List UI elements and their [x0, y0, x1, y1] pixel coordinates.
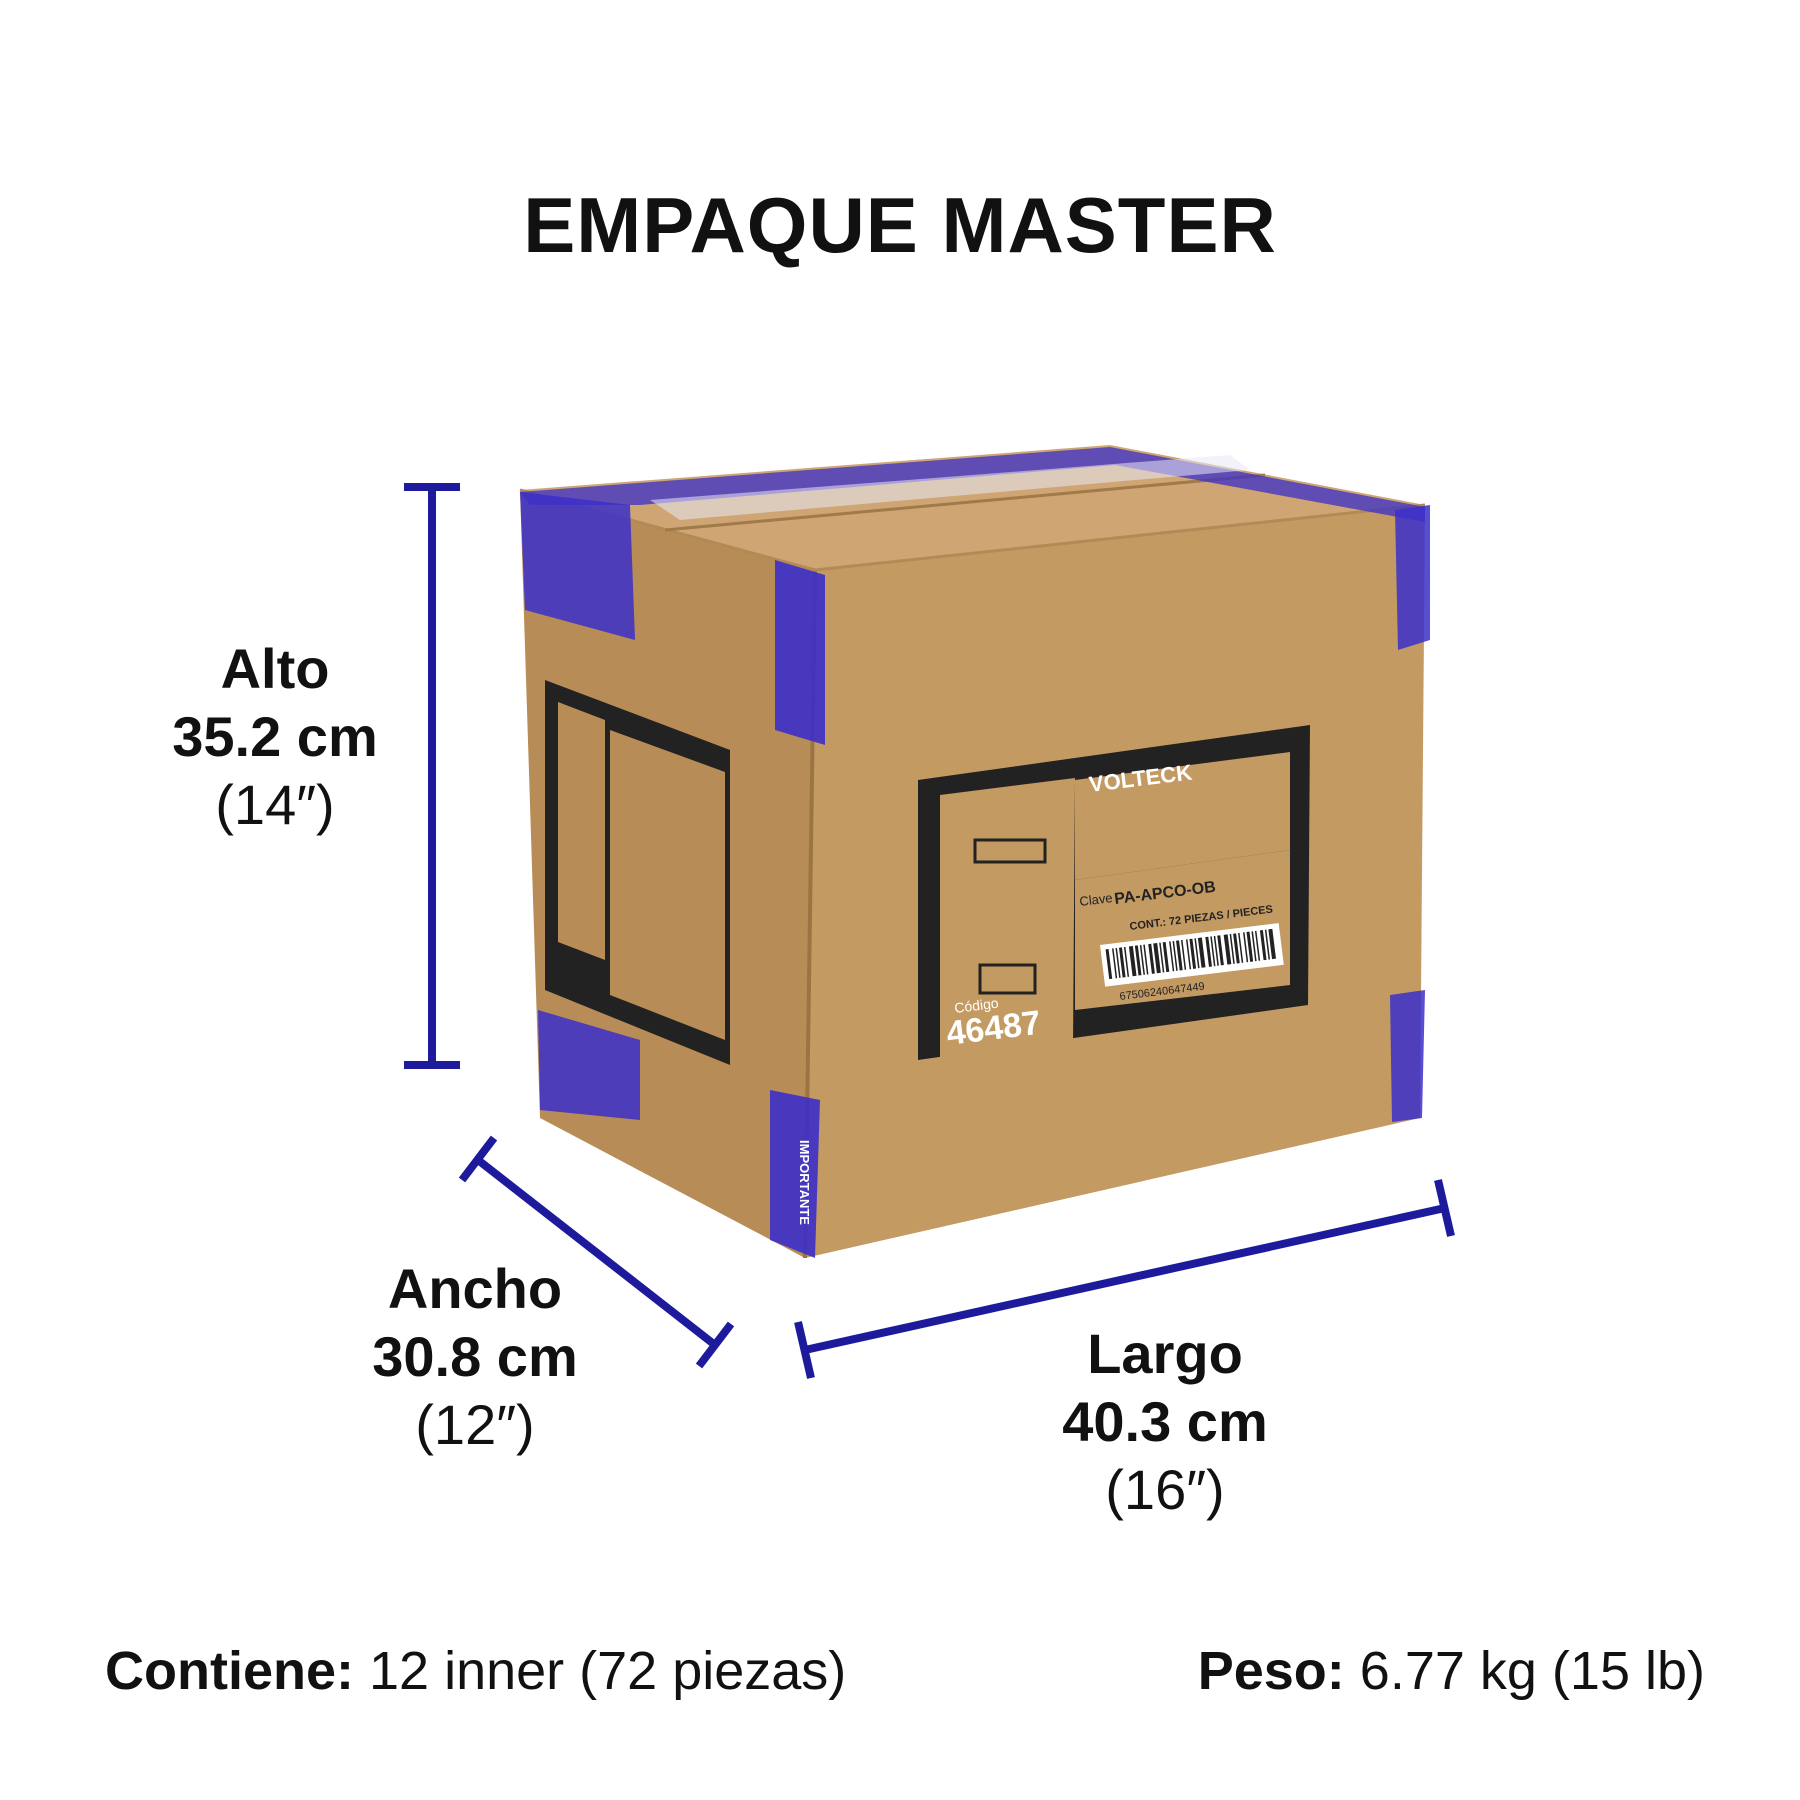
- footer-contains-value: 12 inner (72 piezas): [369, 1641, 847, 1701]
- dimension-largo-imperial: (16″): [1105, 1458, 1225, 1521]
- dimension-largo-metric: 40.3 cm: [1062, 1390, 1268, 1453]
- dimension-alto-metric: 35.2 cm: [172, 705, 378, 768]
- tape-corner-bottom-left: [538, 1010, 640, 1120]
- footer-weight-value: 6.77 kg (15 lb): [1359, 1641, 1705, 1701]
- dimension-ancho-label: Ancho: [387, 1257, 563, 1320]
- footer-weight: Peso: 6.77 kg (15 lb): [1198, 1640, 1705, 1702]
- measure-alto-line: [404, 483, 460, 1069]
- dimension-ancho-imperial: (12″): [415, 1393, 535, 1456]
- measure-ancho-line: [458, 1135, 735, 1369]
- side-label: [545, 680, 730, 1065]
- page-title: EMPAQUE MASTER: [523, 181, 1277, 269]
- footer-contains: Contiene: 12 inner (72 piezas): [105, 1640, 846, 1702]
- front-label: VOLTECK Clave PA-APCO-OB CONT.: 72 PIEZA…: [918, 725, 1310, 1060]
- label-codigo-label: Código: [953, 995, 999, 1016]
- dimension-alto-imperial: (14″): [215, 773, 335, 836]
- label-clave-label: Clave: [1079, 890, 1114, 909]
- measure-largo-line: [794, 1179, 1455, 1379]
- dimension-largo-label: Largo: [1087, 1322, 1243, 1385]
- barcode: [1100, 923, 1284, 987]
- dimension-alto-label: Alto: [220, 637, 330, 700]
- dimension-ancho-metric: 30.8 cm: [372, 1325, 578, 1388]
- footer-contains-label: Contiene:: [105, 1641, 354, 1701]
- dimension-largo: Largo 40.3 cm (16″): [1020, 1320, 1310, 1524]
- dimension-ancho: Ancho 30.8 cm (12″): [330, 1255, 620, 1459]
- tape-corner-top-left: [520, 492, 635, 640]
- dimension-alto: Alto 35.2 cm (14″): [130, 635, 420, 839]
- footer-weight-label: Peso:: [1197, 1641, 1345, 1701]
- tape-text: IMPORTANTE: [797, 1140, 812, 1225]
